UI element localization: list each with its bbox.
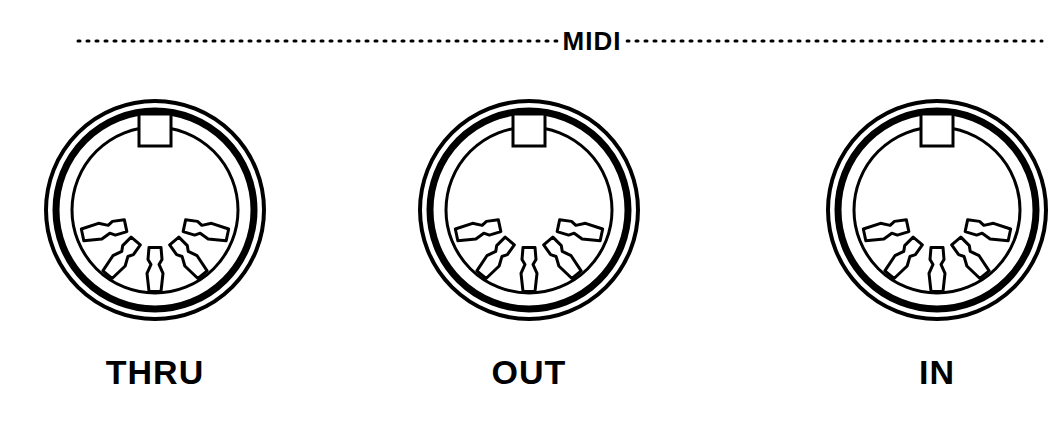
jack-socket [446,127,612,293]
pin-outline [147,247,163,291]
port-label: IN [919,355,955,389]
jack-pin [929,247,945,291]
pin-outline [542,236,583,280]
pin-outline [929,247,945,291]
jack-outer-ring [420,101,638,319]
pin-outline [81,218,127,243]
din-jacks [46,101,1046,319]
pin-outline [475,236,516,280]
jack-key-notch [921,114,953,146]
jack-pin [455,218,501,243]
jack-socket [854,127,1020,293]
jack-pin [542,236,583,280]
jack-pin [883,236,924,280]
jack-outer-ring [46,101,264,319]
jack-pin [101,236,142,280]
jack-key-notch [139,114,171,146]
pin-outline [168,236,209,280]
jack-pin [863,218,909,243]
jack-outer-ring [828,101,1046,319]
pin-outline [521,247,537,291]
pin-outline [557,218,603,243]
jack-key-notch [513,114,545,146]
pin-outline [101,236,142,280]
jack-socket [72,127,238,293]
jack-pin [183,218,229,243]
jack-rim [430,111,628,309]
jack-pin [557,218,603,243]
jack-rim [56,111,254,309]
jack-pin [168,236,209,280]
pin-outline [883,236,924,280]
pin-outline [965,218,1011,243]
pin-outline [950,236,991,280]
jack-pin [81,218,127,243]
jack-pin [475,236,516,280]
port-label: THRU [106,355,204,389]
jack-pin [521,247,537,291]
pin-outline [183,218,229,243]
jack-pin [965,218,1011,243]
section-heading: MIDI [559,28,626,54]
pin-outline [863,218,909,243]
pin-outline [455,218,501,243]
jack-rim [838,111,1036,309]
jack-pin [147,247,163,291]
port-label: OUT [492,355,567,389]
jack-pin [950,236,991,280]
